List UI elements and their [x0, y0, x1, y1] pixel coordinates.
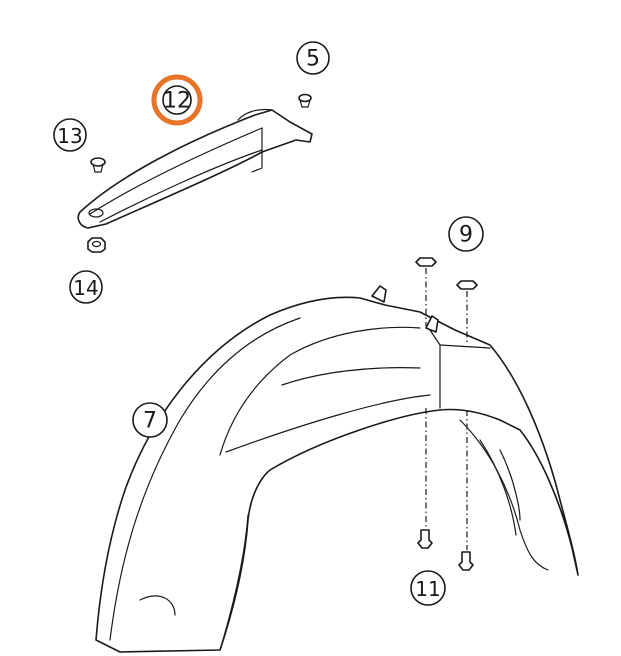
callout-14: 14: [69, 270, 103, 304]
callout-12: 12: [151, 74, 203, 126]
bolt-part-11b: [458, 551, 474, 571]
nut-part-14: [87, 237, 106, 253]
callout-12-label: 12: [163, 89, 191, 114]
callout-11: 11: [410, 570, 446, 606]
washer-part-9b: [456, 280, 478, 290]
bolt-part-11a: [417, 529, 433, 549]
callout-9-label: 9: [459, 223, 473, 248]
callout-7: 7: [132, 402, 168, 438]
callout-5-label: 5: [306, 47, 320, 72]
screw-part-13: [90, 157, 106, 173]
callout-11-label: 11: [415, 577, 440, 601]
fender-extension-part-12: [77, 108, 313, 229]
screw-part-5: [298, 93, 312, 108]
front-fender-part-7: [95, 285, 579, 653]
assembly-axis-lines: [425, 268, 468, 550]
callout-13: 13: [53, 118, 87, 152]
callout-7-label: 7: [143, 409, 157, 434]
callout-9: 9: [448, 216, 484, 252]
callout-14-label: 14: [73, 276, 98, 300]
callout-5: 5: [296, 41, 330, 75]
callout-13-label: 13: [57, 124, 82, 148]
washer-part-9a: [415, 257, 437, 267]
